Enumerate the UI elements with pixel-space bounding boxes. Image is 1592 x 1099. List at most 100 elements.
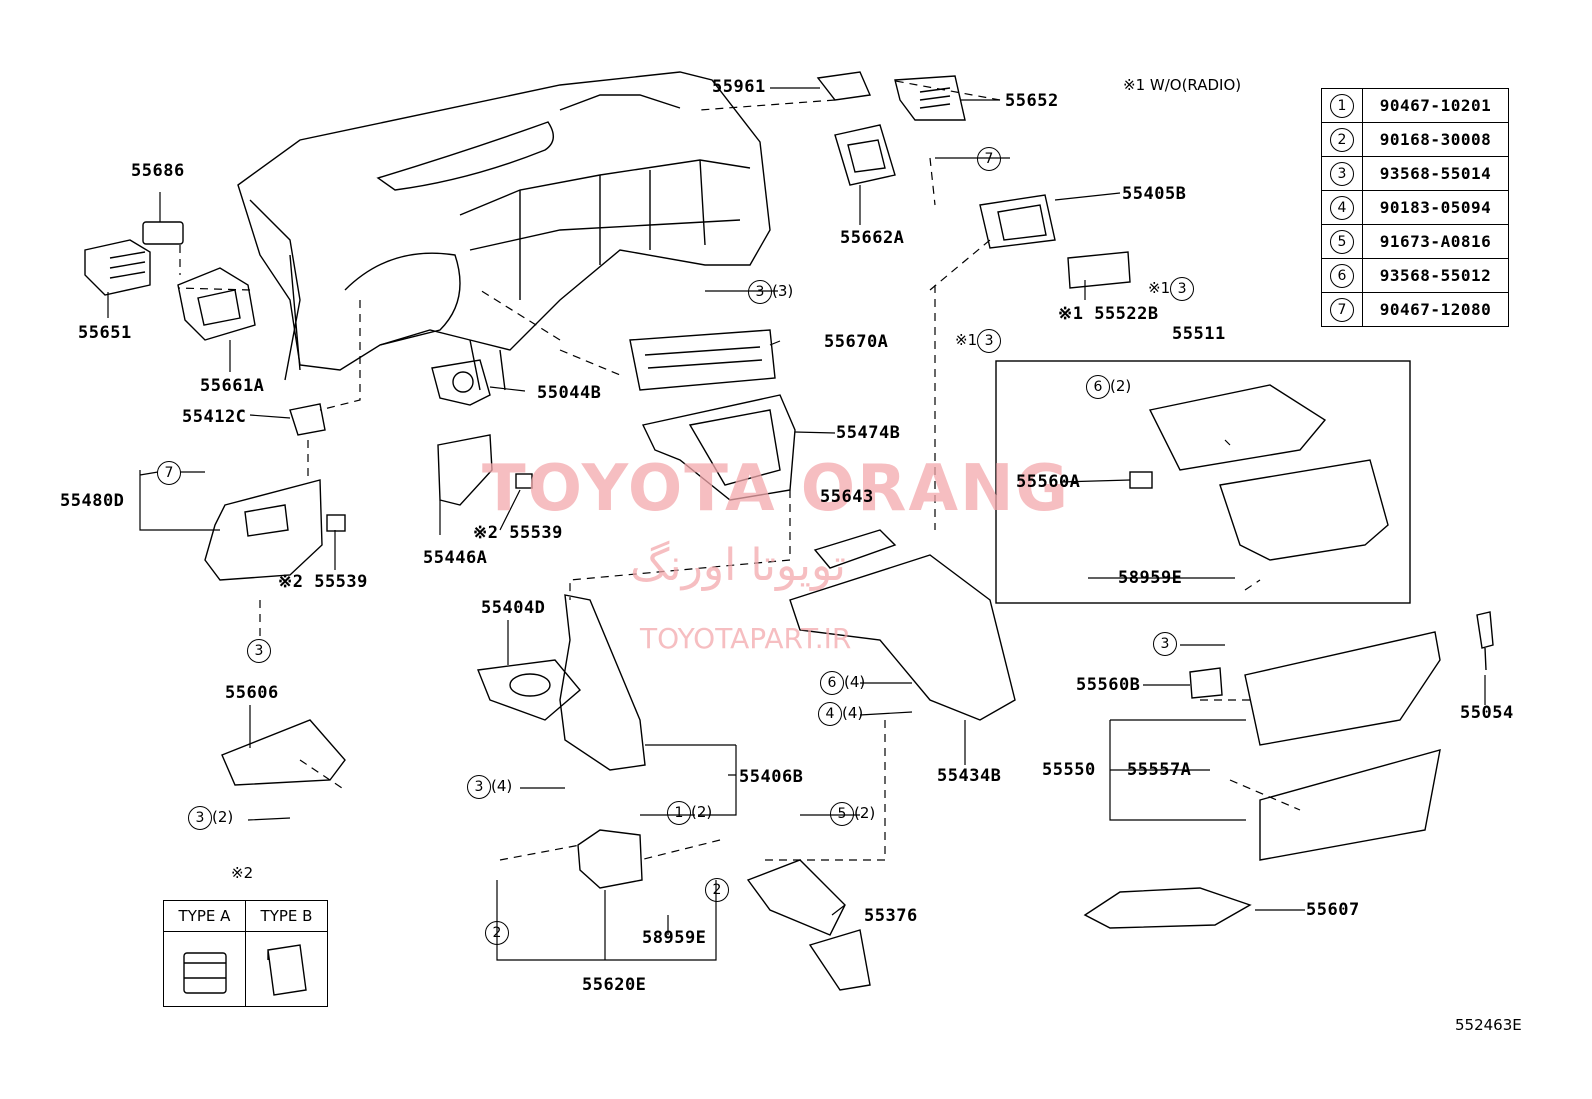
panel-55480D-drawing (204, 479, 323, 581)
brace-55376-drawing (746, 859, 871, 991)
switch-type-table: TYPE A TYPE B (163, 900, 328, 1007)
part-55643-drawing (813, 529, 897, 569)
part-label[interactable]: ※2 55539 (473, 523, 563, 543)
callout-mark: ※1 (1148, 279, 1171, 297)
callout-ref: 7 (977, 147, 1001, 171)
callout-qty: (2) (1110, 377, 1132, 395)
callout-number: 6 (1086, 375, 1110, 399)
bracket-55607-drawing (1083, 887, 1252, 929)
legend-part-number: 90168-30008 (1362, 122, 1509, 157)
legend-ref: 7 (1330, 297, 1354, 322)
callout-ref: 1(2) (667, 801, 712, 825)
part-label[interactable]: 55686 (131, 161, 185, 181)
part-label[interactable]: 55651 (78, 323, 132, 343)
legend-ref: 1 (1330, 93, 1354, 118)
part-label[interactable]: 55446A (423, 548, 488, 568)
legend-ref: 5 (1330, 229, 1354, 254)
callout-ref: 4(4) (818, 702, 863, 726)
part-label[interactable]: 55480D (60, 491, 125, 511)
callout-number: 1 (667, 801, 691, 825)
part-label[interactable]: 55404D (481, 598, 546, 618)
part-label[interactable]: 55550 (1042, 760, 1096, 780)
callout-number: 3 (1170, 277, 1195, 301)
switch-55686-drawing (142, 221, 184, 245)
part-label[interactable]: 55560B (1076, 675, 1141, 695)
part-label[interactable]: 55405B (1122, 184, 1187, 204)
part-label[interactable]: 55511 (1172, 324, 1226, 344)
callout-ref: 3 (1153, 632, 1177, 656)
callout-ref: 2 (705, 878, 729, 902)
part-label[interactable]: 55557A (1127, 760, 1192, 780)
legend-part-number: 90467-12080 (1362, 292, 1509, 327)
part-label[interactable]: ※1 55522B (1058, 304, 1159, 324)
cover-55446A-drawing (437, 434, 493, 506)
cluster-55474B-drawing (641, 394, 796, 501)
legend-part-number: 90183-05094 (1362, 190, 1509, 225)
callout-ref: 3(4) (467, 775, 512, 799)
part-label[interactable]: 55662A (840, 228, 905, 248)
callout-qty: (4) (491, 777, 513, 795)
callout-qty: (4) (844, 673, 866, 691)
side-vent-55651-drawing (84, 239, 151, 296)
plate-55522B-drawing (1067, 251, 1131, 289)
type-table-note: ※2 (231, 864, 254, 882)
callout-ref: 3(3) (748, 280, 793, 304)
console-55404D-drawing (477, 659, 581, 721)
part-label[interactable]: 55560A (1016, 472, 1081, 492)
legend-ref: 6 (1330, 263, 1354, 288)
callout-number: 5 (830, 802, 854, 826)
callout-number: 3 (1153, 632, 1177, 656)
bezel-55662A-drawing (834, 124, 896, 186)
callout-qty: (4) (842, 704, 864, 722)
glovebox-55511-drawing (1148, 384, 1327, 471)
vent-55652-drawing (894, 75, 966, 121)
part-label[interactable]: 58959E (642, 928, 707, 948)
part-label[interactable]: 55474B (836, 423, 901, 443)
callout-number: 2 (485, 921, 509, 945)
part-label[interactable]: 55961 (712, 77, 766, 97)
legend-part-number: 93568-55012 (1362, 258, 1509, 293)
part-label[interactable]: 55054 (1460, 703, 1514, 723)
callout-ref: 5(2) (830, 802, 875, 826)
part-label[interactable]: 55606 (225, 683, 279, 703)
callout-ref: 7 (157, 461, 181, 485)
callout-mark: ※1 (955, 331, 978, 349)
part-label[interactable]: 55607 (1306, 900, 1360, 920)
part-label[interactable]: 55661A (200, 376, 265, 396)
watermark-site: TOYOTAPART.IR (640, 622, 852, 655)
vent-55961-drawing (816, 71, 872, 101)
callout-number: 3 (247, 639, 271, 663)
part-label[interactable]: 55044B (537, 383, 602, 403)
part-label[interactable]: 55376 (864, 906, 918, 926)
control-55670A-drawing (629, 329, 776, 391)
bracket-55606-drawing (221, 719, 346, 786)
callout-qty: (3) (772, 282, 794, 300)
part-label[interactable]: 55406B (739, 767, 804, 787)
part-label[interactable]: 55412C (182, 407, 247, 427)
frame-55511 (995, 360, 1411, 604)
part-label[interactable]: 55434B (937, 766, 1002, 786)
callout-number: 4 (818, 702, 842, 726)
legend-row: 6 93568-55012 (1321, 258, 1509, 293)
door-55557A-drawing (1259, 749, 1441, 861)
callout-number: 7 (157, 461, 181, 485)
part-label[interactable]: 58959E (1118, 568, 1183, 588)
watermark-brand: TOYOTA ORANG (482, 452, 1071, 526)
part-label[interactable]: ※2 55539 (278, 572, 368, 592)
part-label[interactable]: 55670A (824, 332, 889, 352)
callout-ref: 3(2) (188, 806, 233, 830)
legend-part-number: 93568-55014 (1362, 156, 1509, 191)
part-label[interactable]: 55620E (582, 975, 647, 995)
watermark-brand-persian: تویوتا اورنگ (630, 540, 846, 591)
figure-code: 552463E (1455, 1016, 1522, 1034)
part-label[interactable]: 55643 (820, 487, 874, 507)
callout-ref: 2 (485, 921, 509, 945)
part-label[interactable]: 55652 (1005, 91, 1059, 111)
console-55434B-drawing (789, 554, 1016, 721)
callout-qty: (2) (854, 804, 876, 822)
